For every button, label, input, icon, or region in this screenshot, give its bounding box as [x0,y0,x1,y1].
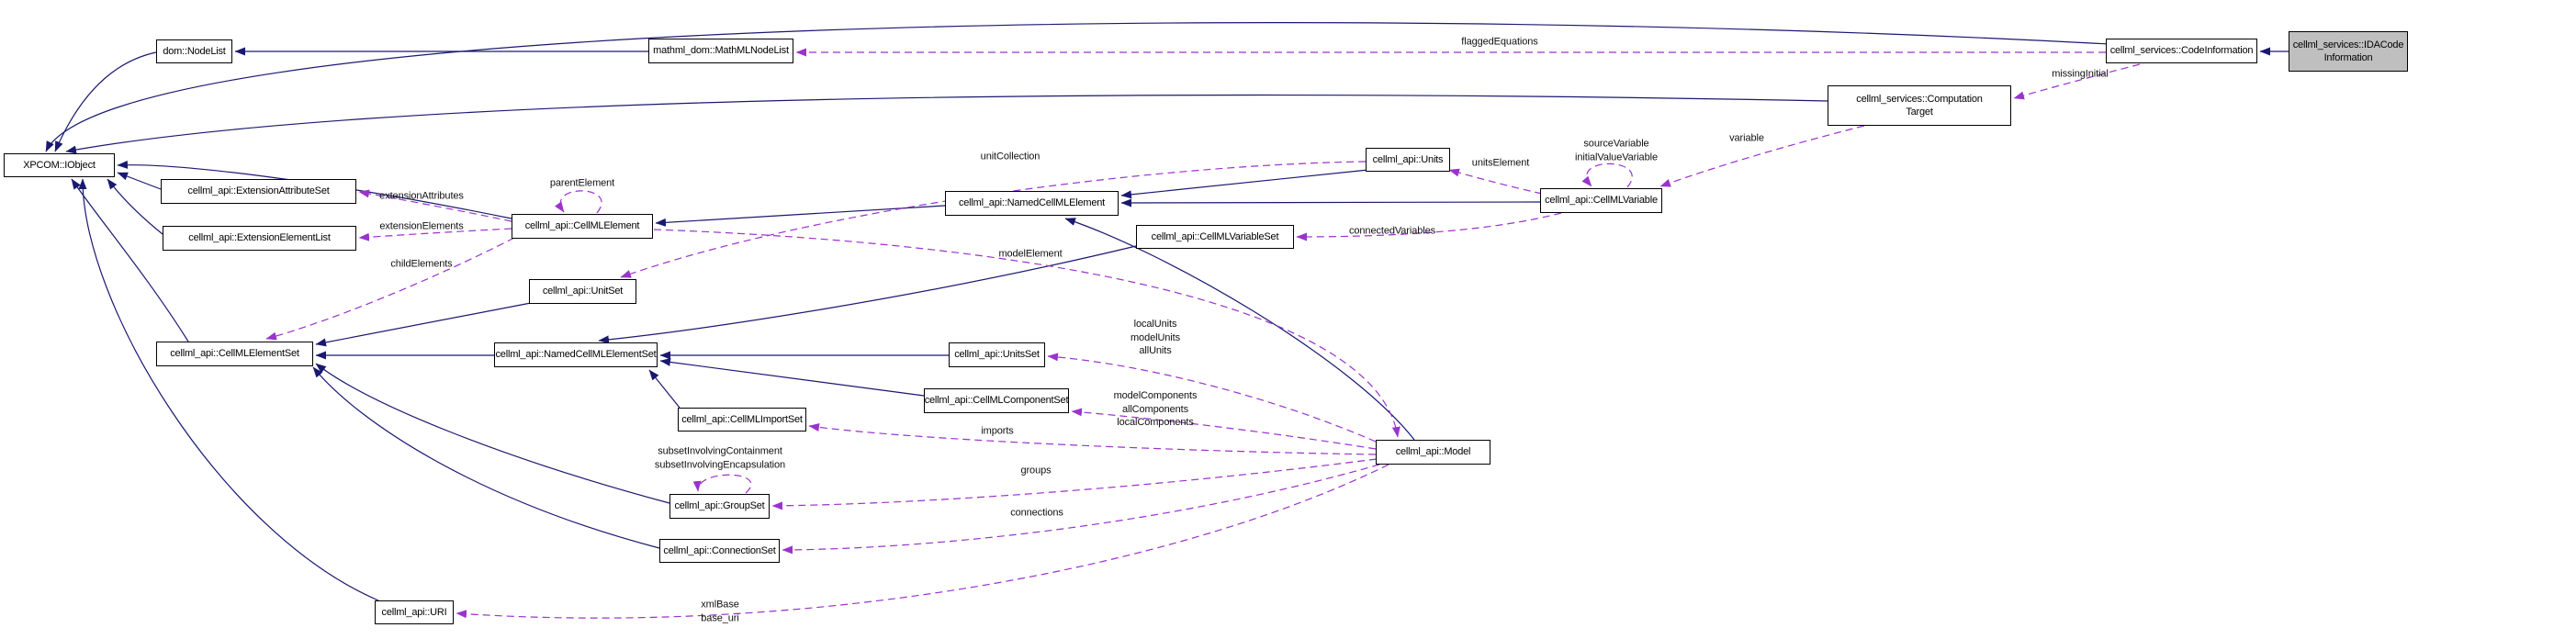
class-node-units[interactable]: cellml_api::Units [1366,148,1450,172]
inheritance-edge-cellmlelement-to-iobject [117,160,512,219]
usage-edge-cellmlelement-to-extattrset [358,189,512,222]
class-node-unitset[interactable]: cellml_api::UnitSet [529,279,636,304]
usage-edge-model-to-importset [808,423,1377,455]
inheritance-edge-computationtarget-to-iobject [65,94,1828,154]
class-node-extattrset[interactable]: cellml_api::ExtensionAttributeSet [161,179,356,204]
usage-edge-model-to-connectionset [782,464,1380,555]
usage-edge-model-to-uri [456,464,1389,619]
class-node-codeinfo[interactable]: cellml_services::CodeInformation [2106,39,2257,63]
class-node-mathmlnodelist[interactable]: mathml_dom::MathMLNodeList [648,39,793,63]
usage-edge-cellmlelement-to-model [653,229,1400,438]
usage-edge-cellmlelement-to-elementset [265,237,515,341]
inheritance-edge-units-to-namedelement [1120,169,1369,199]
class-node-elementset[interactable]: cellml_api::CellMLElementSet [156,342,313,366]
usage-edge-computationtarget-to-cellmlvariable [1659,125,1865,187]
class-node-unitsset[interactable]: cellml_api::UnitsSet [949,342,1045,367]
inheritance-edge-namedelement-to-cellmlelement [655,205,946,227]
class-node-computationtarget[interactable]: cellml_services::Computation Target [1828,85,2011,126]
class-node-componentset[interactable]: cellml_api::CellMLComponentSet [924,388,1069,413]
class-node-namedelementset[interactable]: cellml_api::NamedCellMLElementSet [494,342,658,367]
inheritance-edge-extattrset-to-iobject [117,172,162,190]
class-node-nodelist[interactable]: dom::NodeList [156,39,232,63]
inheritance-edge-variableset-to-namedelementset [598,245,1137,344]
inheritance-edge-componentset-to-namedelementset [659,357,925,397]
usage-edge-cellmlvariable-to-cellmlvariable [1581,163,1633,188]
class-node-groupset[interactable]: cellml_api::GroupSet [669,494,770,519]
class-node-cellmlvariable[interactable]: cellml_api::CellMLVariable [1540,188,1662,213]
inheritance-edge-importset-to-namedelementset [648,369,681,409]
class-node-cellmlelement[interactable]: cellml_api::CellMLElement [512,214,653,239]
usage-edge-groupset-to-groupset [692,474,752,494]
inheritance-edge-model-to-namedelement [1064,218,1415,441]
inheritance-edge-connectionset-to-elementset [312,366,660,549]
usage-edge-model-to-groupset [771,458,1378,510]
inheritance-edge-groupset-to-elementset [315,363,670,504]
class-node-namedelement[interactable]: cellml_api::NamedCellMLElement [945,191,1119,216]
usage-edge-codeinfo-to-computationtarget [2013,63,2141,100]
class-node-importset[interactable]: cellml_api::CellMLImportSet [678,408,806,432]
class-node-uri[interactable]: cellml_api::URI [375,600,454,624]
class-node-iobject[interactable]: XPCOM::IObject [4,153,115,177]
usage-edge-model-to-componentset [1071,408,1377,450]
inheritance-edge-nodelist-to-iobject [54,51,157,152]
class-node-model[interactable]: cellml_api::Model [1376,440,1490,465]
inheritance-edge-cellmlvariable-to-namedelement [1120,198,1541,207]
usage-edge-cellmlvariable-to-units [1448,168,1543,195]
usage-edge-cellmlelement-to-cellmlelement [554,190,602,214]
inheritance-edge-codeinfo-to-iobject [45,22,2110,152]
inheritance-edge-extelemlist-to-iobject [107,178,163,235]
usage-edge-cellmlelement-to-extelemlist [358,228,512,241]
class-node-connectionset[interactable]: cellml_api::ConnectionSet [659,539,780,563]
class-node-extelemlist[interactable]: cellml_api::ExtensionElementList [163,226,356,251]
inheritance-edge-elementset-to-iobject [71,178,189,342]
inheritance-edge-uri-to-iobject [78,178,379,601]
class-node-variableset[interactable]: cellml_api::CellMLVariableSet [1136,225,1294,249]
usage-edge-model-to-unitsset [1047,353,1377,443]
usage-edge-cellmlvariable-to-variableset [1296,212,1562,241]
class-node-idacodeinfo: cellml_services::IDACode Information [2289,31,2408,72]
usage-edge-units-to-unitset [620,161,1367,278]
inheritance-edge-unitset-to-elementset [315,302,532,347]
